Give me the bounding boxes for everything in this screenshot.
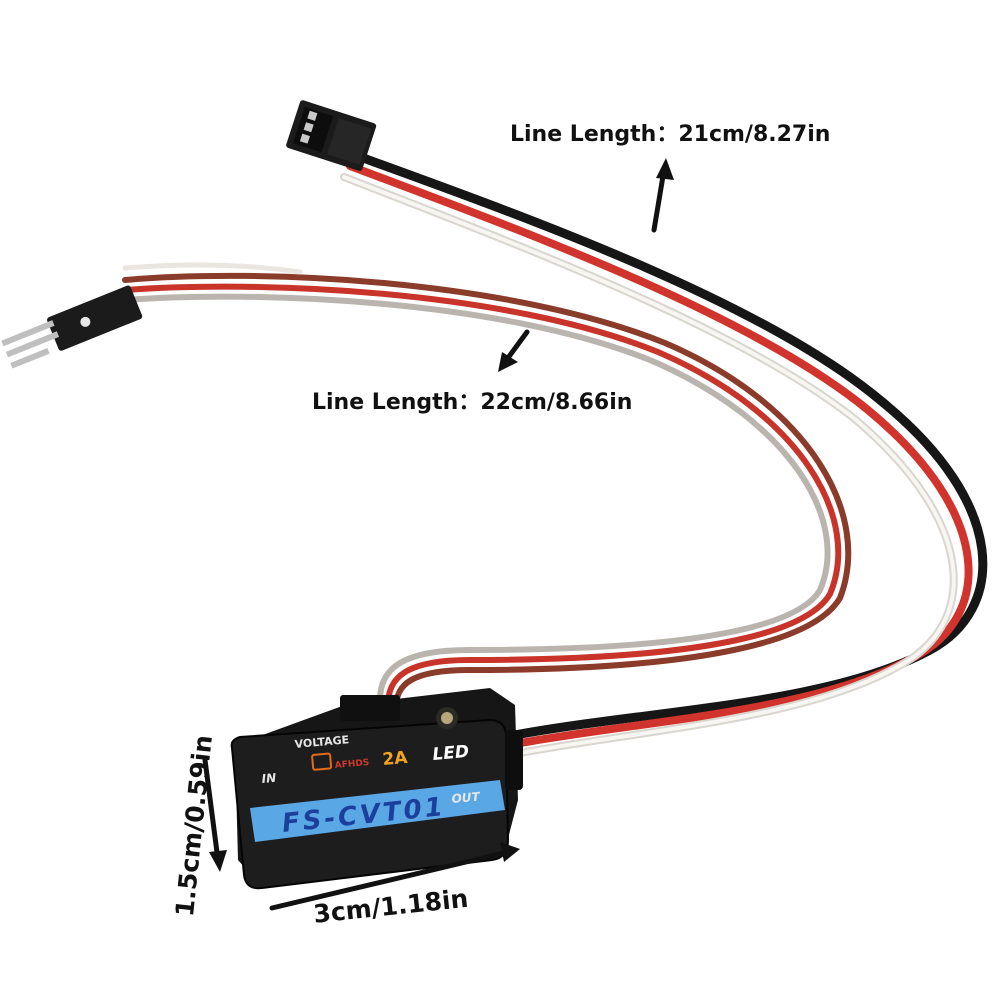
model-band bbox=[250, 780, 505, 842]
in-text: IN bbox=[261, 771, 277, 786]
short-cable-red-wire bbox=[122, 283, 842, 708]
converter-module bbox=[230, 688, 523, 890]
voltage-text: VOLTAGE bbox=[294, 733, 350, 751]
long-cable-white-wire bbox=[340, 173, 958, 758]
led-text: LED bbox=[432, 742, 470, 765]
arrow-width bbox=[269, 849, 511, 911]
long-cable bbox=[340, 150, 988, 758]
short-cable-brown-wire bbox=[122, 272, 852, 711]
pin-header-connector bbox=[1, 285, 143, 369]
arrow-line-length-1 bbox=[651, 167, 667, 233]
arrow-height bbox=[202, 757, 221, 863]
top-servo-connector bbox=[286, 100, 377, 171]
long-cable-black-wire bbox=[350, 150, 988, 740]
line-length-label-22cm: Line Length：22cm/8.66in bbox=[312, 390, 633, 415]
annotation-arrows bbox=[202, 158, 674, 911]
long-cable-red-wire bbox=[346, 162, 973, 748]
short-cable-grey-wire bbox=[122, 293, 831, 703]
brand-logo bbox=[311, 752, 333, 771]
line-length-label-21cm: Line Length：21cm/8.27in bbox=[510, 122, 831, 147]
out-text: OUT bbox=[451, 790, 481, 806]
brand-text: AFHDS bbox=[334, 758, 369, 771]
short-cable bbox=[122, 262, 852, 711]
current-text: 2A bbox=[382, 748, 409, 770]
